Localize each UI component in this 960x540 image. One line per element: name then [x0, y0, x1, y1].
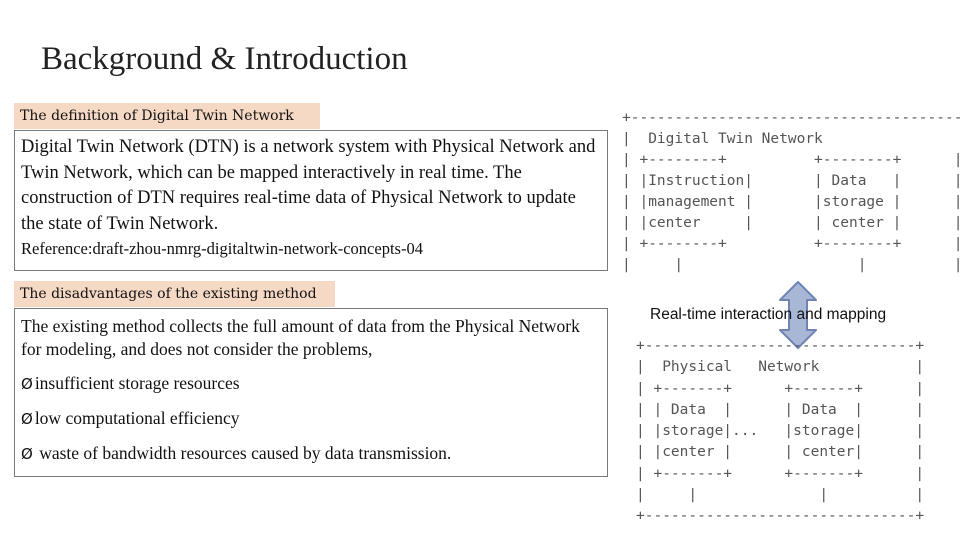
definition-text: Digital Twin Network (DTN) is a network …	[21, 137, 596, 234]
definition-tag: The definition of Digital Twin Network	[14, 103, 320, 129]
mapping-caption: Real-time interaction and mapping	[650, 306, 887, 323]
bullet-arrow-icon: Ø	[21, 445, 33, 463]
disadvantages-tag: The disadvantages of the existing method	[14, 281, 335, 307]
definition-box: Digital Twin Network (DTN) is a network …	[14, 130, 608, 271]
bidirectional-arrow-icon	[779, 281, 817, 349]
bullet-arrow-icon: Ø	[21, 410, 33, 428]
disadvantages-text: The existing method collects the full am…	[21, 316, 580, 359]
bullet-text: waste of bandwidth resources caused by d…	[34, 443, 452, 463]
twin-network-diagram: +--------------------------------------+…	[622, 110, 960, 273]
bullet-item: Ø waste of bandwidth resources caused by…	[21, 442, 601, 465]
physical-network-diagram: +-------------------------------+ | Phys…	[636, 338, 925, 525]
bullet-text: insufficient storage resources	[34, 373, 240, 393]
slide-title: Background & Introduction	[41, 41, 408, 77]
definition-reference: Reference:draft-zhou-nmrg-digitaltwin-ne…	[21, 239, 423, 258]
bullet-arrow-icon: Ø	[21, 375, 33, 393]
bullet-text: low computational efficiency	[34, 408, 240, 428]
disadvantages-box: The existing method collects the full am…	[14, 308, 608, 477]
